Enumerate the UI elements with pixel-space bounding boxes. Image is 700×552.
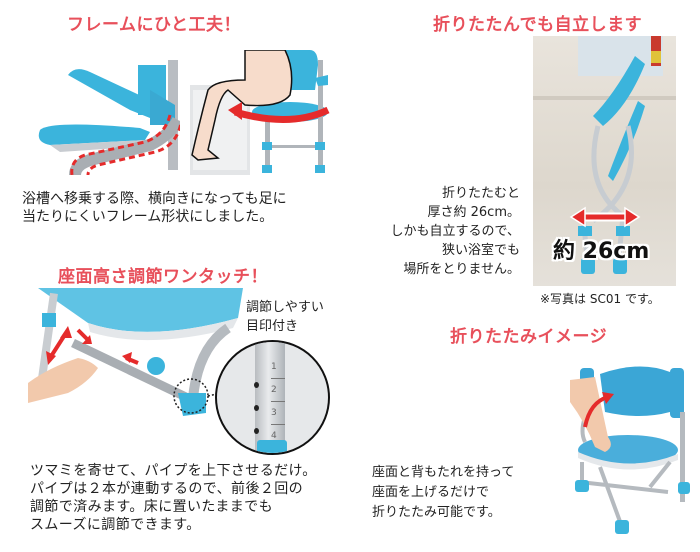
fold-description: 座面と背もたれを持って 座面を上げるだけで 折りたたみ可能です。 <box>372 463 514 523</box>
selfstand-description: 折りたたむと 厚さ約 26cm。 しかも自立するので、 狭い浴室でも 場所をとり… <box>355 184 520 279</box>
scale-mark: 1 <box>271 356 285 379</box>
height-description-line: パイプは２本が連動するので、前後２回の <box>30 481 304 497</box>
height-callout-line: 調節しやすい <box>246 300 324 315</box>
frame-description-line: 浴槽へ移乗する際、横向きになっても足に <box>22 191 287 207</box>
selfstand-description-line: 場所をとりません。 <box>403 262 520 277</box>
height-callout-line: 目印付き <box>246 319 299 334</box>
selfstand-description-line: 折りたたむと <box>441 186 520 201</box>
height-description-line: ツマミを寄せて、パイプを上下させるだけ。 <box>30 463 317 479</box>
fold-description-line: 座面を上げるだけで <box>372 485 490 500</box>
frame-transfer-illustration <box>190 50 330 175</box>
frame-closeup-photo <box>30 50 180 175</box>
height-adjust-photo <box>28 288 243 418</box>
photo-note: ※写真は SC01 です。 <box>540 292 660 306</box>
selfstand-description-line: しかも自立するので、 <box>390 224 520 239</box>
folding-demo-photo <box>540 362 700 552</box>
folded-chair-photo: 約 26cm <box>533 36 676 286</box>
scale-mark: 2 <box>271 379 285 402</box>
height-scale-zoom-circle: 1 2 3 4 <box>215 340 330 455</box>
scale-marks: 1 2 3 4 <box>271 356 285 447</box>
fold-description-line: 座面と背もたれを持って <box>372 465 515 480</box>
height-callout: 調節しやすい 目印付き <box>246 298 324 336</box>
height-section-title: 座面高さ調節ワンタッチ！ <box>58 267 268 287</box>
fold-section-title: 折りたたみイメージ <box>450 327 608 347</box>
scale-mark: 4 <box>271 431 277 441</box>
frame-description: 浴槽へ移乗する際、横向きになっても足に 当たりにくいフレーム形状にしました。 <box>22 190 287 226</box>
frame-description-line: 当たりにくいフレーム形状にしました。 <box>22 209 274 225</box>
fold-description-line: 折りたたみ可能です。 <box>372 505 501 520</box>
dimension-label: 約 26cm <box>553 239 650 264</box>
selfstand-section-title: 折りたたんでも自立します <box>433 15 643 35</box>
scale-mark: 3 <box>271 402 285 425</box>
height-description: ツマミを寄せて、パイプを上下させるだけ。 パイプは２本が連動するので、前後２回の… <box>30 462 317 534</box>
height-description-line: スムーズに調節できます。 <box>30 517 201 533</box>
selfstand-description-line: 厚さ約 26cm。 <box>427 205 521 220</box>
frame-section-title: フレームにひと工夫！ <box>67 15 241 35</box>
selfstand-description-line: 狭い浴室でも <box>441 243 520 258</box>
height-description-line: 調節で済みます。床に置いたままでも <box>30 499 273 515</box>
